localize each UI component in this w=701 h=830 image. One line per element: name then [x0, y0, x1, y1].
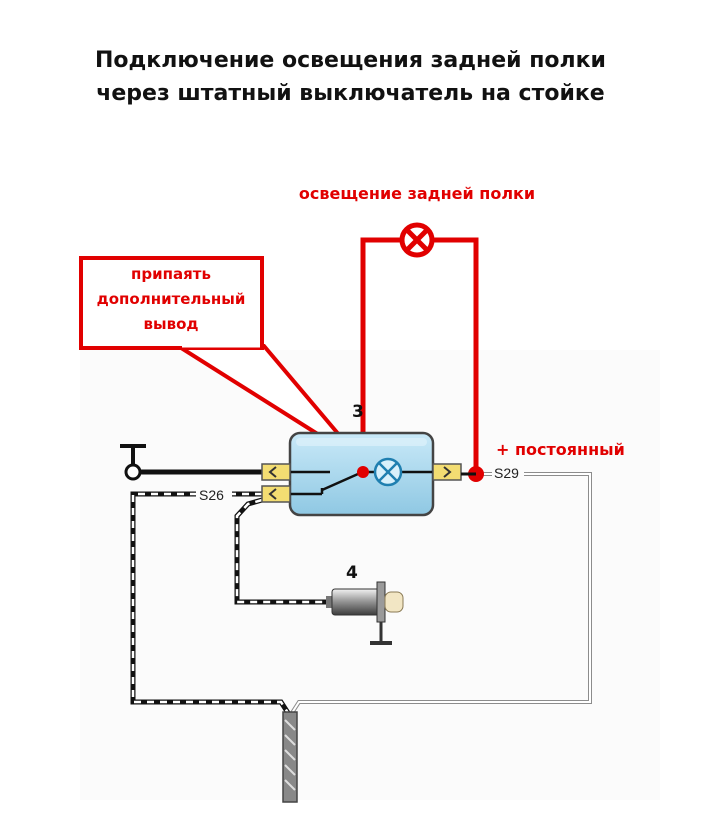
shelf-light-label: освещение задней полки	[299, 184, 535, 203]
component-3-label: 3	[352, 402, 364, 422]
added-wire-right	[434, 237, 479, 472]
shelf-lamp-icon	[399, 222, 435, 258]
page-title: Подключение освещения задней полки через…	[0, 44, 701, 110]
connector-right	[432, 463, 462, 481]
connector-s29-text: S29	[494, 465, 519, 481]
switch-lamp-icon	[373, 457, 403, 487]
title-line-2: через штатный выключатель на стойке	[96, 81, 605, 106]
door-switch-icon	[326, 581, 404, 645]
added-wire-left	[360, 237, 400, 470]
component-4-label: 4	[346, 563, 358, 583]
connector-left-bottom	[261, 485, 291, 503]
scheme-background	[80, 350, 660, 800]
callout-text-3: вывод	[144, 315, 199, 333]
wire-s26	[130, 491, 293, 718]
constant-plus-label: + постоянный	[496, 440, 625, 459]
connector-left-top	[261, 463, 291, 481]
callout-text-2: дополнительный	[97, 290, 246, 308]
solder-point	[357, 466, 369, 478]
title-line-1: Подключение освещения задней полки	[95, 48, 606, 73]
connector-s26-label: S26	[199, 487, 224, 503]
switch-contact	[321, 472, 359, 492]
callout-text-1: припаять	[131, 265, 211, 283]
callout-box	[79, 256, 264, 350]
terminal-ground-icon	[120, 444, 146, 481]
harness-trunk	[282, 711, 298, 803]
